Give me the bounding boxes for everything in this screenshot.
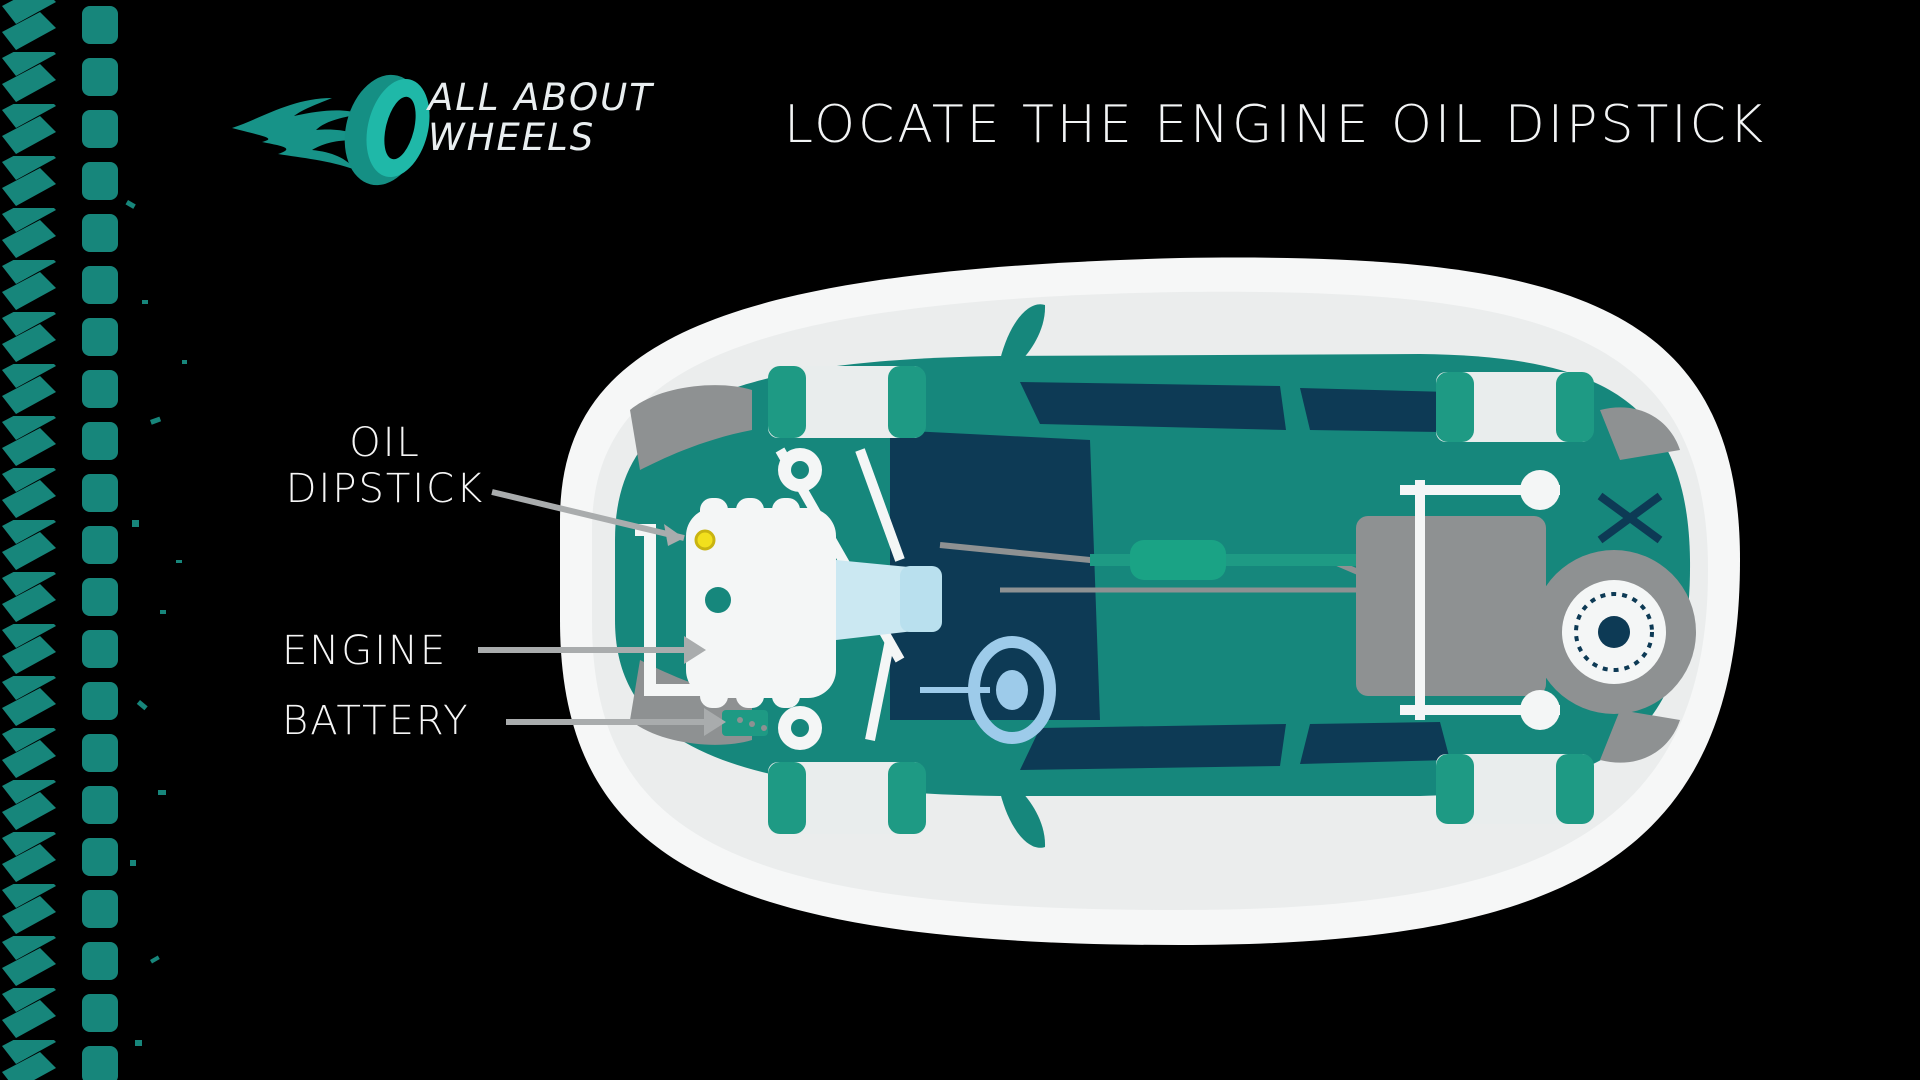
rear-left-wheel: [1436, 372, 1594, 442]
label-engine: ENGINE: [282, 628, 448, 674]
front-right-wheel: [768, 762, 926, 834]
battery: [722, 710, 768, 736]
label-oil-line-1: OIL: [349, 420, 421, 466]
label-oil-line-2: DIPSTICK: [285, 466, 485, 512]
label-oil-dipstick: OIL DIPSTICK: [270, 420, 500, 512]
front-left-wheel: [768, 366, 926, 438]
tire-tread-decoration: [0, 0, 187, 1080]
left-mirror: [1000, 304, 1046, 362]
brand-wordmark: ALL ABOUT WHEELS: [428, 78, 654, 158]
rear-right-wheel: [1436, 754, 1594, 824]
brand-line-2: WHEELS: [428, 116, 596, 159]
label-battery: BATTERY: [282, 698, 470, 744]
right-mirror: [1000, 790, 1046, 848]
spare-tire: [1532, 550, 1696, 714]
fuel-tank: [1356, 516, 1546, 696]
cabin-floor: [890, 430, 1100, 720]
brand-line-1: ALL ABOUT: [428, 76, 654, 119]
callout-arrows: [478, 489, 726, 736]
engine-block: [686, 498, 836, 708]
flaming-wheel-logo: [232, 74, 430, 186]
oil-dipstick-marker: [694, 529, 716, 551]
page-title: LOCATE THE ENGINE OIL DIPSTICK: [784, 95, 1766, 155]
steering-wheel: [920, 636, 1056, 744]
